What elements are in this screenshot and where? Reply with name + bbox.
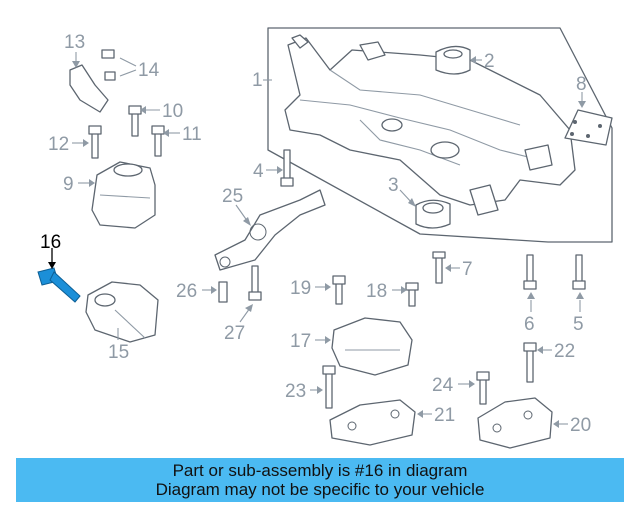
callout-labels: 1 2 3 4 5 6 7 8 9 10 11 12 13 14 15 16 1… [40, 32, 591, 436]
banner-line-2: Diagram may not be specific to your vehi… [155, 480, 485, 499]
plate-part-8 [564, 109, 613, 146]
label-26: 26 [176, 281, 197, 302]
label-19: 19 [290, 278, 311, 299]
bolt-part-23 [322, 365, 336, 409]
label-15: 15 [108, 342, 129, 363]
bracket-part-20 [477, 397, 553, 449]
bolt-part-5 [572, 254, 586, 290]
torque-arm-part-25 [214, 189, 326, 271]
bolt-part-26 [218, 281, 228, 303]
bolt-part-6 [523, 254, 537, 290]
label-7: 7 [462, 259, 473, 280]
banner-line-1: Part or sub-assembly is #16 in diagram [172, 461, 468, 480]
label-14: 14 [138, 60, 160, 81]
label-25: 25 [222, 186, 243, 207]
bracket-part-21 [329, 399, 416, 446]
label-27: 27 [224, 323, 245, 344]
label-22: 22 [554, 341, 575, 362]
label-23: 23 [285, 381, 306, 402]
bolt-part-7 [432, 251, 446, 284]
bolt-part-24 [476, 371, 490, 405]
label-10: 10 [162, 101, 183, 122]
label-6: 6 [524, 314, 535, 335]
parts-diagram: 1 2 3 4 5 6 7 8 9 10 11 12 13 14 15 16 1… [37, 27, 613, 449]
transmission-mount-part-15 [85, 281, 159, 343]
mount-part-2 [435, 45, 471, 75]
mount-part-17 [331, 317, 413, 376]
bolt-part-27 [248, 265, 262, 301]
label-11: 11 [182, 124, 202, 145]
label-12: 12 [48, 134, 69, 155]
bolt-part-18 [405, 282, 419, 307]
label-3: 3 [388, 175, 399, 196]
label-9: 9 [63, 174, 74, 195]
bolt-part-11 [151, 125, 165, 157]
bolt-part-10 [128, 105, 142, 137]
bolt-part-4 [280, 149, 294, 187]
label-24: 24 [432, 375, 454, 396]
bolts-gray [88, 49, 586, 409]
label-18: 18 [366, 281, 387, 302]
label-8: 8 [576, 74, 587, 95]
bolt-part-22 [523, 342, 537, 383]
mount-part-3 [415, 199, 451, 229]
label-21: 21 [434, 405, 455, 426]
bolt-part-12 [88, 125, 102, 159]
label-20: 20 [570, 415, 591, 436]
subframe-part [267, 27, 613, 243]
bracket-part-13 [69, 64, 109, 113]
label-16-highlighted: 16 [40, 232, 61, 253]
label-4: 4 [253, 161, 264, 182]
leader-lines [72, 52, 586, 428]
engine-mount-part-9 [91, 161, 156, 229]
label-1: 1 [252, 70, 263, 91]
bolt-part-16-highlighted [37, 248, 81, 303]
bolt-part-19 [332, 275, 346, 305]
label-5: 5 [573, 314, 584, 335]
label-2: 2 [484, 51, 495, 72]
info-banner: Part or sub-assembly is #16 in diagram D… [16, 458, 624, 502]
bolt-part-14 [101, 49, 116, 81]
label-13: 13 [64, 32, 85, 53]
label-17: 17 [290, 331, 311, 352]
